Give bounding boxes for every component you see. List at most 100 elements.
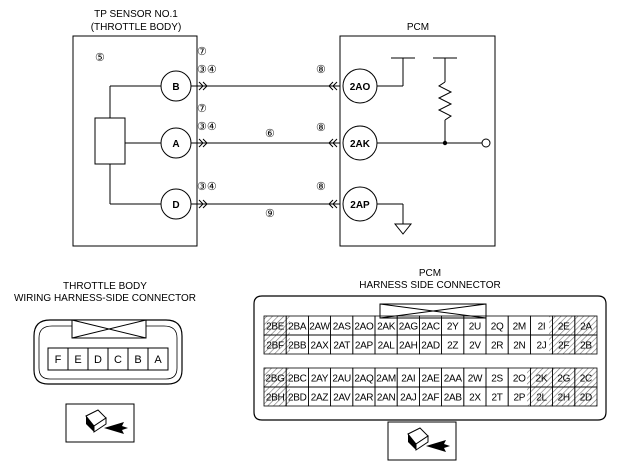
pcm-pin-2ak-label: 2AK [350,139,371,150]
pcm-conn-title-line1: PCM [419,268,441,279]
throttle-pin-c: C [114,354,122,366]
pcm-pin-label: 2AC [421,322,440,333]
wire-a-note: ⑥ [265,128,275,140]
pcm-pin-label: 2L [536,393,547,404]
pcm-pin-label: 2AT [333,341,350,352]
pcm-pin-label: 2AD [421,341,440,352]
pcm-pin-label: 2M [513,322,526,333]
pcm-pin-label: 2AE [421,374,440,385]
throttle-pin-e: E [74,354,81,366]
pcm-pin-label: 2V [469,341,481,352]
pcm-pin-cell [574,386,598,407]
pcm-pin-label: 2P [513,393,525,404]
pcm-conn-title-line2: HARNESS SIDE CONNECTOR [359,280,501,291]
pcm-pin-label: 2BC [288,374,307,385]
wire-d-note: ⑨ [265,208,275,220]
pin-b-notes: ③④ [197,64,217,76]
pcm-pin-label: 2N [513,341,525,352]
pcm-pin-label: 2H [558,393,570,404]
pin-a-notes: ③④ [197,121,217,133]
pcm-pin-label: 2AZ [311,393,329,404]
throttle-pin-a: A [154,354,162,366]
pcm-pin-2ao-note: ⑧ [316,64,326,76]
pcm-pin-label: 2Z [447,341,458,352]
pcm-pin-label: 2AF [422,393,440,404]
pcm-pin-label: 2B [580,341,592,352]
pcm-pin-label: 2AK [377,322,396,333]
pcm-pin-label: 2Y [447,322,459,333]
pcm-pin-label: 2AW [309,322,330,333]
pcm-pin-label: 2AY [311,374,329,385]
pcm-pin-label: 2AX [310,341,329,352]
pcm-pin-2ao-label: 2AO [350,82,371,93]
pcm-pin-label: 2AQ [354,374,374,385]
pcm-pin-label: 2E [558,322,570,333]
sensor-title-line1: TP SENSOR NO.1 [94,9,178,20]
pcm-pin-2ak-note: ⑧ [316,122,326,134]
throttle-pin-b: B [134,354,141,366]
pcm-pin-label: 2K [536,374,548,385]
pcm-pin-label: 2AV [333,393,351,404]
throttle-conn-title-line1: THROTTLE BODY [63,281,147,292]
pcm-pin-label: 2BF [266,341,284,352]
throttle-pin-d: D [94,354,102,366]
pcm-pin-label: 2BH [266,393,285,404]
pcm-pin-label: 2BB [288,341,307,352]
pin-a-note-top: ⑦ [197,103,207,115]
probe-icon [65,403,135,443]
pcm-pin-label: 2G [557,374,570,385]
probe-icon [387,421,457,461]
pcm-pin-label: 2S [491,374,503,385]
pcm-pin-label: 2X [469,393,481,404]
pcm-pin-label: 2AB [444,393,463,404]
pcm-pin-label: 2AR [355,393,374,404]
sensor-note: ⑤ [95,52,105,64]
throttle-connector-drawing [33,319,183,385]
pcm-pin-label: 2A [580,322,592,333]
sensor-pin-b-label: B [172,82,179,93]
pcm-pin-label: 2AO [354,322,374,333]
pcm-pin-label: 2Q [491,322,504,333]
sensor-box [72,35,198,247]
pcm-pin-label: 2BA [288,322,307,333]
pcm-pin-label: 2AS [333,322,352,333]
pcm-pin-label: 2AM [376,374,396,385]
pcm-box [339,35,496,247]
pin-d-notes: ③④ [197,181,217,193]
pcm-pin-label: 2BG [266,374,286,385]
terminal-open [481,138,491,148]
pcm-pin-cell [574,334,598,355]
harness-wires [191,81,340,209]
pcm-pin-label: 2AP [355,341,374,352]
pcm-pin-label: 2F [558,341,569,352]
pcm-pin-label: 2W [468,374,483,385]
sensor-title-line2: (THROTTLE BODY) [91,22,182,33]
junction-dot [442,140,448,146]
pcm-pin-2ap-label: 2AP [350,200,370,211]
pcm-title: PCM [407,22,429,33]
pcm-pin-label: 2R [491,341,503,352]
throttle-conn-title-line2: WIRING HARNESS-SIDE CONNECTOR [14,293,196,304]
pcm-pin-label: 2C [580,374,592,385]
sensor-pin-a-label: A [172,139,179,150]
pcm-pin-label: 2AJ [400,393,417,404]
pcm-internal-circuit [377,57,482,235]
pcm-pin-label: 2O [513,374,526,385]
pcm-pin-label: 2J [537,341,547,352]
pcm-pin-label: 2BD [288,393,307,404]
potentiometer-element [94,117,126,165]
pcm-pin-2ap-note: ⑧ [316,181,326,193]
pcm-pin-label: 2AH [399,341,418,352]
pcm-pin-label: 2AL [378,341,396,352]
pcm-pin-label: 2AA [444,374,463,385]
pcm-pin-label: 2AG [399,322,419,333]
pcm-pin-label: 2U [469,322,481,333]
sensor-pin-d-label: D [172,200,179,211]
pcm-pin-label: 2T [492,393,503,404]
pcm-pin-label: 2AU [332,374,351,385]
pcm-pin-label: 2AN [377,393,396,404]
pcm-pin-label: 2AI [401,374,415,385]
pin-b-note-top: ⑦ [197,46,207,58]
pcm-pin-label: 2BE [266,322,285,333]
